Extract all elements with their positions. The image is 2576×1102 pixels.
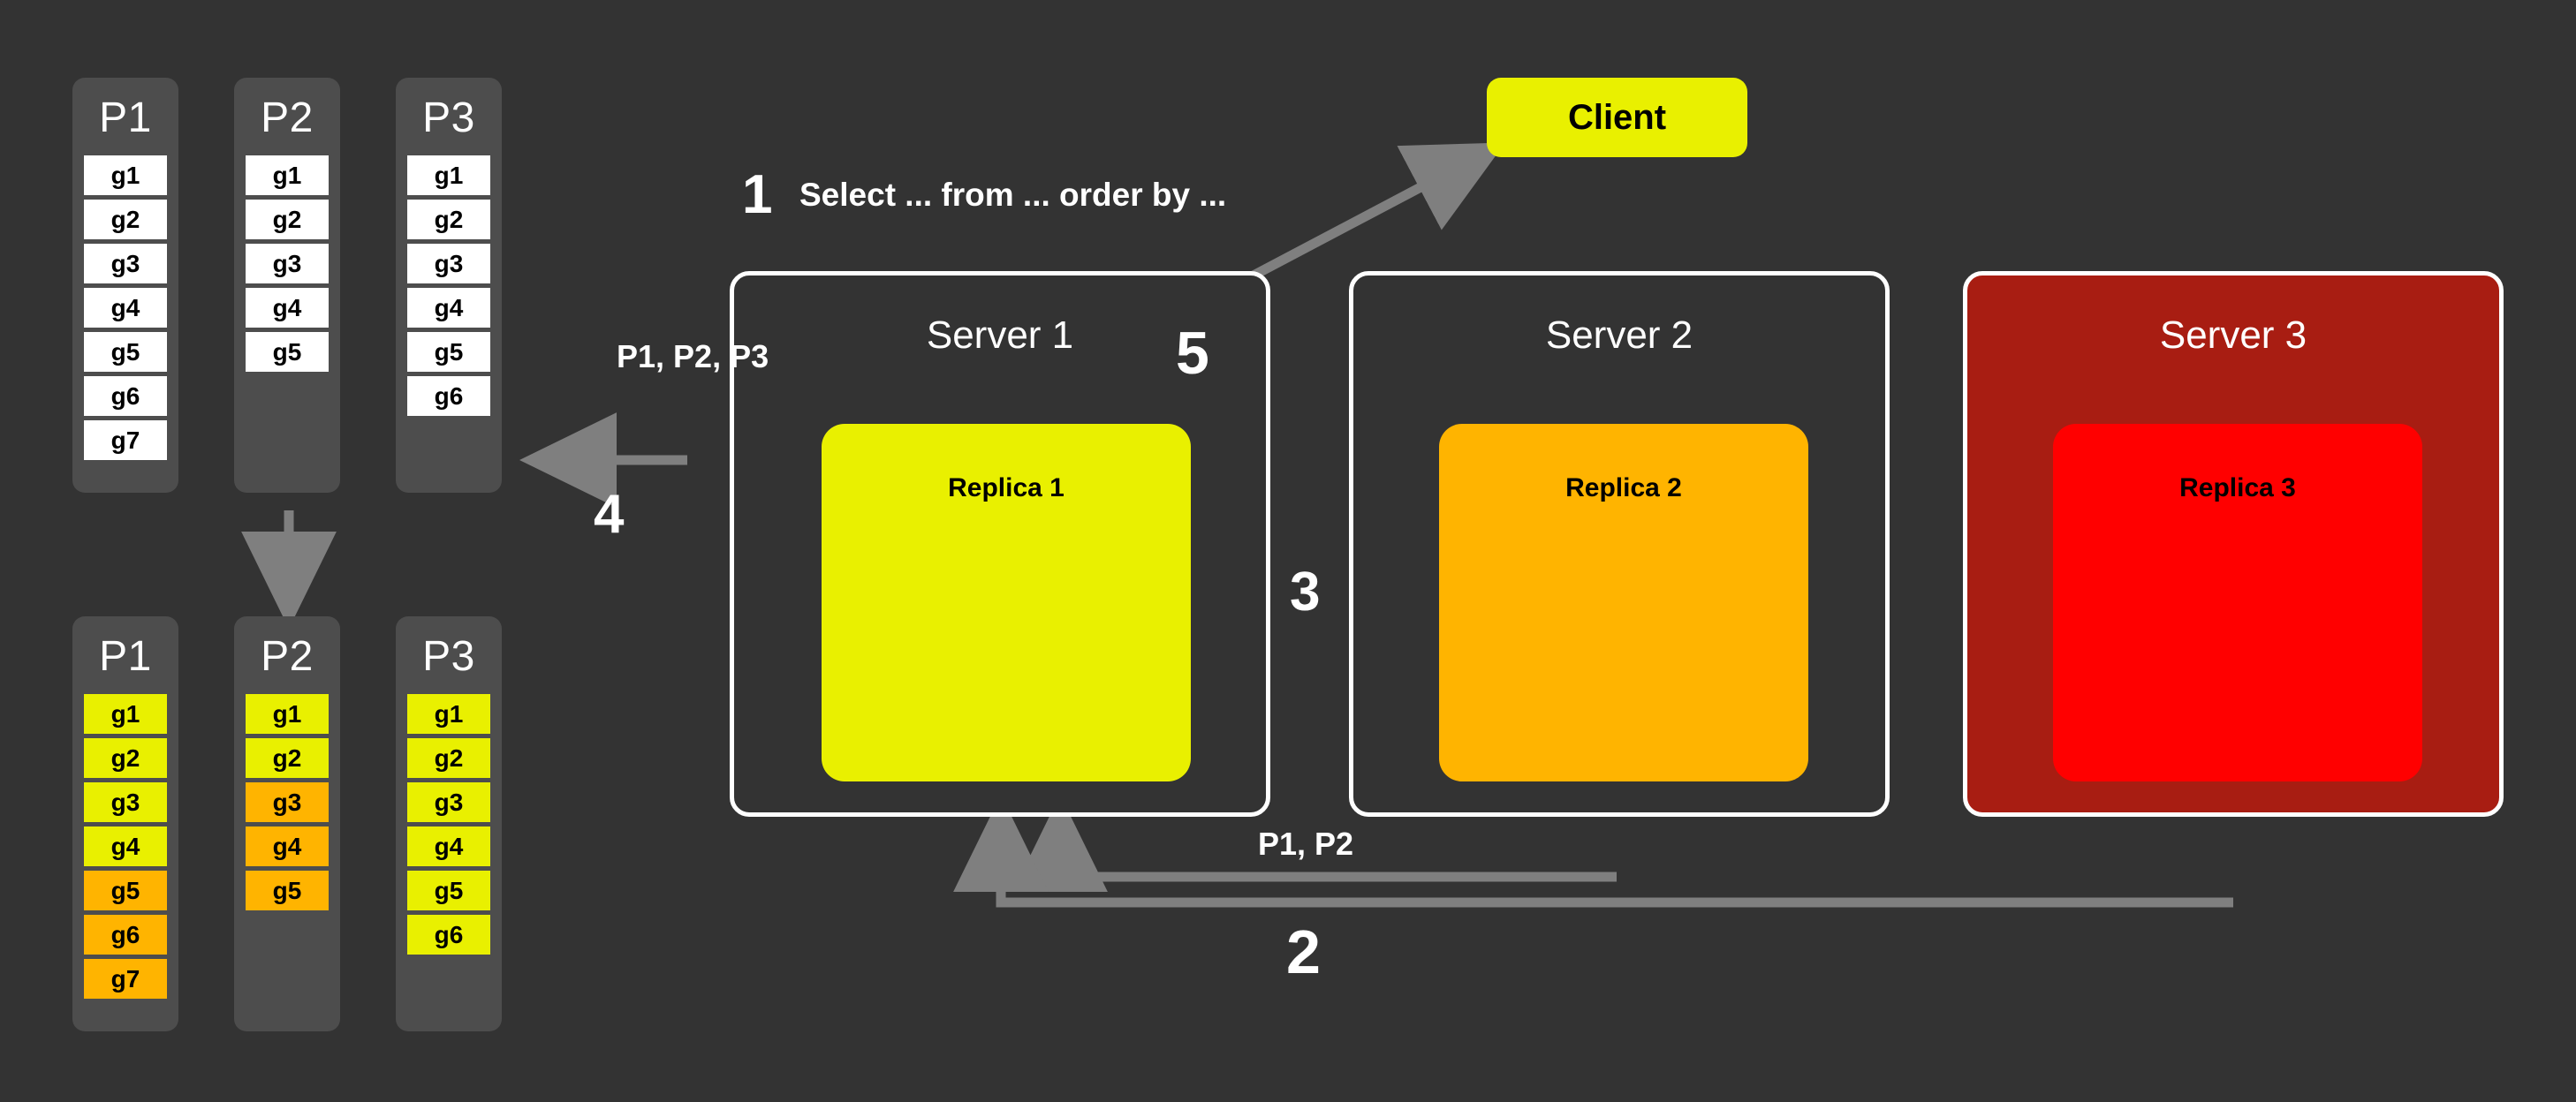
client-node[interactable]: Client xyxy=(1487,78,1747,157)
partition-cell: g3 xyxy=(84,782,167,822)
partition-cell: g2 xyxy=(407,200,490,239)
step-number-3: 3 xyxy=(1290,562,1321,623)
partition-cell: g3 xyxy=(407,782,490,822)
partition-title: P3 xyxy=(422,94,475,141)
server-2-box[interactable]: Server 2 Replica 2 xyxy=(1349,271,1890,817)
server-2-title: Server 2 xyxy=(1545,313,1693,357)
client-label: Client xyxy=(1567,98,1667,137)
partition-cell: g1 xyxy=(407,694,490,734)
partition-cell: g2 xyxy=(407,738,490,778)
partition-title: P1 xyxy=(99,633,152,680)
replica-3-label: Replica 3 xyxy=(2179,473,2296,502)
partitions-moved-label: P1, P2 xyxy=(1258,826,1354,862)
partition-cell: g5 xyxy=(246,871,329,910)
step-number-2: 2 xyxy=(1286,917,1321,986)
partition-cell: g3 xyxy=(407,244,490,283)
step-number-5: 5 xyxy=(1176,320,1209,387)
partition-cell: g4 xyxy=(407,288,490,328)
partition-cell: g5 xyxy=(407,871,490,910)
partition-cell: g1 xyxy=(84,694,167,734)
partition-title: P2 xyxy=(261,633,314,680)
partition-cell: g5 xyxy=(407,332,490,372)
server-3-title: Server 3 xyxy=(2159,313,2307,357)
partition-cell: g1 xyxy=(246,155,329,195)
partition-cell: g4 xyxy=(246,288,329,328)
partition-cell: g5 xyxy=(246,332,329,372)
partition-cell: g6 xyxy=(407,376,490,416)
partition-cell: g4 xyxy=(246,826,329,866)
partition-cell: g1 xyxy=(407,155,490,195)
replica-1-node[interactable]: Replica 1 xyxy=(822,424,1191,781)
partition-cell: g5 xyxy=(84,332,167,372)
partition-title: P3 xyxy=(422,633,475,680)
partition-cell: g2 xyxy=(84,200,167,239)
query-label: Select ... from ... order by ... xyxy=(799,177,1227,213)
server-1-title: Server 1 xyxy=(926,313,1074,357)
partition-cell: g2 xyxy=(246,200,329,239)
partition-cell: g1 xyxy=(246,694,329,734)
partition-cell: g3 xyxy=(246,244,329,283)
partition-cell: g4 xyxy=(407,826,490,866)
partition-cell: g5 xyxy=(84,871,167,910)
partitions-all-label: P1, P2, P3 xyxy=(617,338,769,374)
server-1-box[interactable]: Server 1 Replica 1 xyxy=(730,271,1270,817)
partition-cell: g4 xyxy=(84,826,167,866)
replica-1-label: Replica 1 xyxy=(948,473,1064,502)
partition-cell: g7 xyxy=(84,959,167,999)
replica-2-node[interactable]: Replica 2 xyxy=(1439,424,1808,781)
partition-cell: g3 xyxy=(246,782,329,822)
partition-cell: g2 xyxy=(84,738,167,778)
arrow-step2-outer xyxy=(953,795,2233,908)
partition-cell: g3 xyxy=(84,244,167,283)
partition-cell: g6 xyxy=(407,915,490,955)
partition-cell: g4 xyxy=(84,288,167,328)
partition-cell: g6 xyxy=(84,915,167,955)
partition-cell: g2 xyxy=(246,738,329,778)
partition-title: P2 xyxy=(261,94,314,141)
replica-3-node[interactable]: Replica 3 xyxy=(2053,424,2422,781)
replica-2-label: Replica 2 xyxy=(1565,473,1682,502)
server-3-box[interactable]: Server 3 Replica 3 xyxy=(1963,271,2504,817)
step-number-4: 4 xyxy=(594,484,625,545)
partition-cell: g1 xyxy=(84,155,167,195)
step-number-1: 1 xyxy=(742,164,773,225)
partition-cell: g6 xyxy=(84,376,167,416)
partition-title: P1 xyxy=(99,94,152,141)
partition-cell: g7 xyxy=(84,420,167,460)
